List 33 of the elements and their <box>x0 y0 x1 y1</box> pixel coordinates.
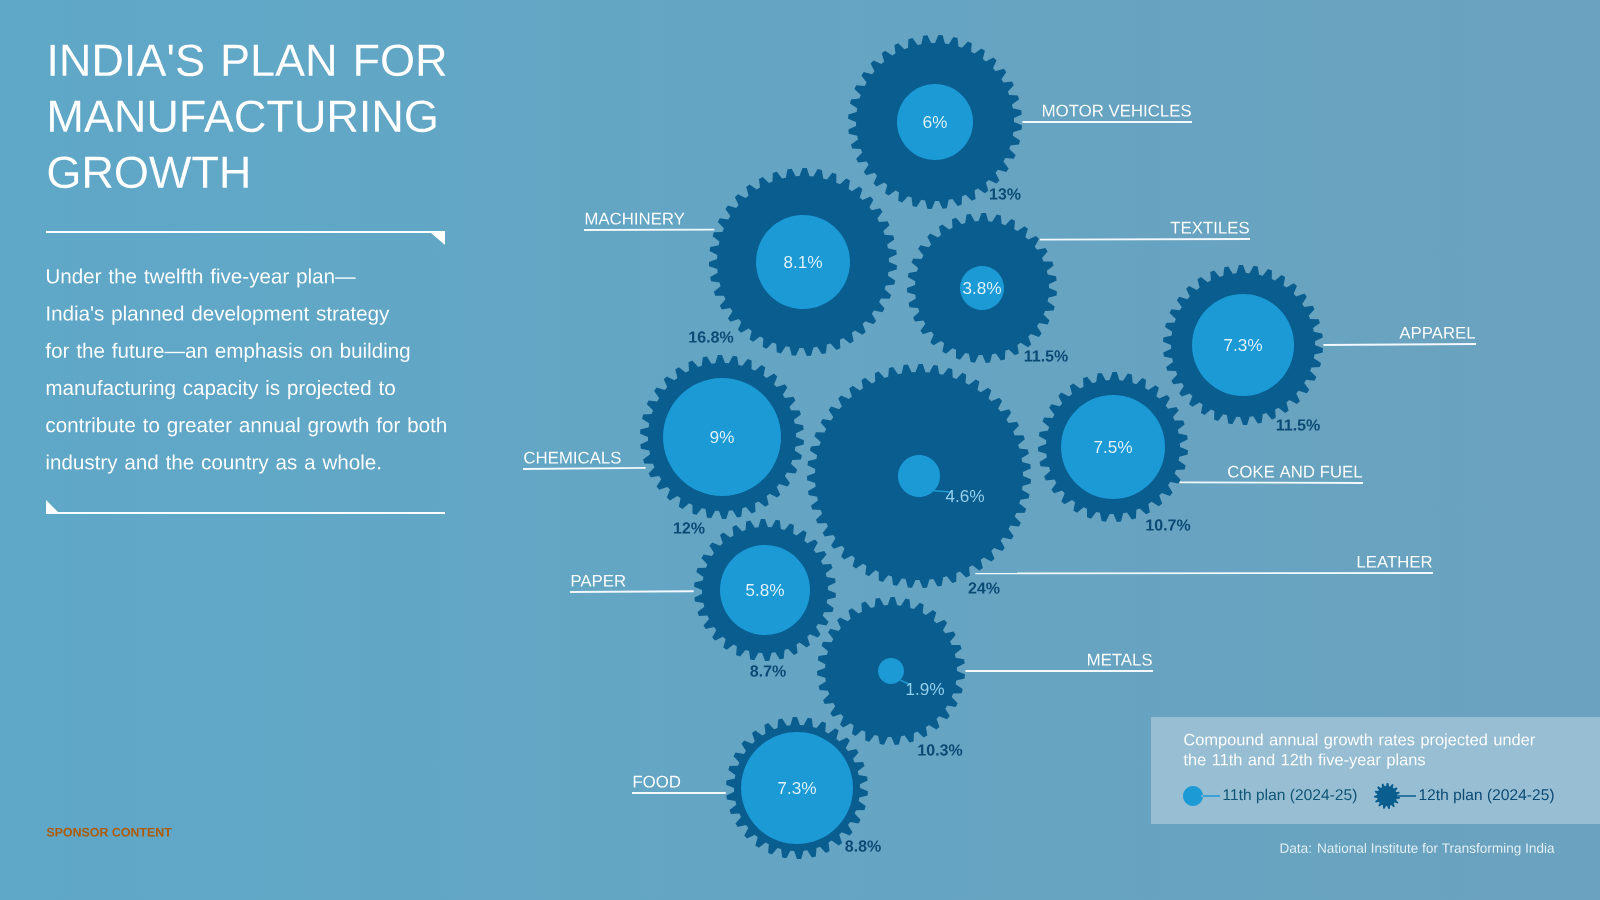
category-label: TEXTILES <box>1170 221 1249 234</box>
sponsor-note: SPONSOR CONTENT <box>46 827 172 837</box>
gear: 1.9% <box>817 597 965 745</box>
leader-line <box>1178 481 1364 484</box>
category-label: PAPER <box>571 575 626 587</box>
legend-text: 12th plan (2024-25) <box>1419 788 1554 804</box>
category-label: COKE AND FUEL <box>1228 465 1363 478</box>
category-label: APPAREL <box>1399 327 1476 339</box>
leader-line <box>964 670 1154 672</box>
percentage-label: 10.3% <box>918 744 963 756</box>
legend-heading: Compound annual growth rates projected under the 11th and 12th five-year plans <box>1183 733 1535 769</box>
body-text: Under the twelfth five-year plan—India's planned development strategy for the future—an emphasis on building manufacturing capacity is projected to contribute to greater annual growth for both industry and the country as a whole. <box>45 268 446 474</box>
leader-line <box>1322 343 1477 346</box>
legend-text: 11th plan (2024-25) <box>1223 788 1357 804</box>
category-label: CHEMICALS <box>524 451 621 464</box>
category-label: LEATHER <box>1357 556 1432 568</box>
category-label: FOOD <box>633 775 681 788</box>
gear: 9% <box>640 355 804 519</box>
leader-line <box>569 590 695 593</box>
percentage-label: 8.7% <box>750 665 786 677</box>
leader-line <box>522 466 647 470</box>
percentage-label: 13% <box>990 188 1021 200</box>
title: INDIA'S PLAN FOR MANUFACTURING GROWTH <box>48 44 446 189</box>
leader-line <box>974 572 1434 575</box>
leader-line <box>1021 121 1193 123</box>
source-note: Data: National Institute for Transforming India <box>1280 842 1555 856</box>
category-label: MOTOR VEHICLES <box>1043 104 1191 117</box>
leader-line <box>583 228 716 231</box>
category-label: MACHINERY <box>585 212 685 225</box>
leader-line <box>631 792 727 794</box>
category-label: METALS <box>1088 653 1152 666</box>
percentage-label: 10.7% <box>1146 519 1191 531</box>
leader-line <box>1038 238 1251 241</box>
